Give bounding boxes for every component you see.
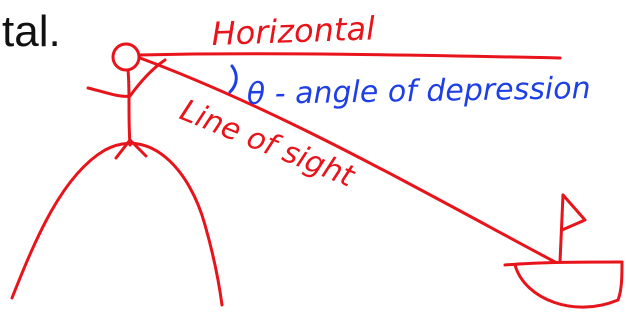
observer-body xyxy=(126,68,132,147)
boat-sail xyxy=(560,193,587,232)
boat-mast xyxy=(558,193,565,264)
text-fragment: tal. xyxy=(2,7,61,56)
horizontal-line xyxy=(138,52,562,60)
boat-hull xyxy=(513,260,624,309)
angle-label: θ - angle of depression xyxy=(247,71,591,112)
stick-figure-icon xyxy=(86,42,167,160)
observer-head xyxy=(111,42,141,72)
line-of-sight xyxy=(138,56,557,264)
angle-arc xyxy=(228,64,238,94)
hill-icon xyxy=(10,142,224,307)
sailboat-icon xyxy=(503,193,624,309)
boat-deck xyxy=(503,260,624,267)
observer-left-arm xyxy=(86,86,132,98)
horizontal-label: Horizontal xyxy=(211,9,376,53)
observer-right-arm xyxy=(128,58,167,98)
